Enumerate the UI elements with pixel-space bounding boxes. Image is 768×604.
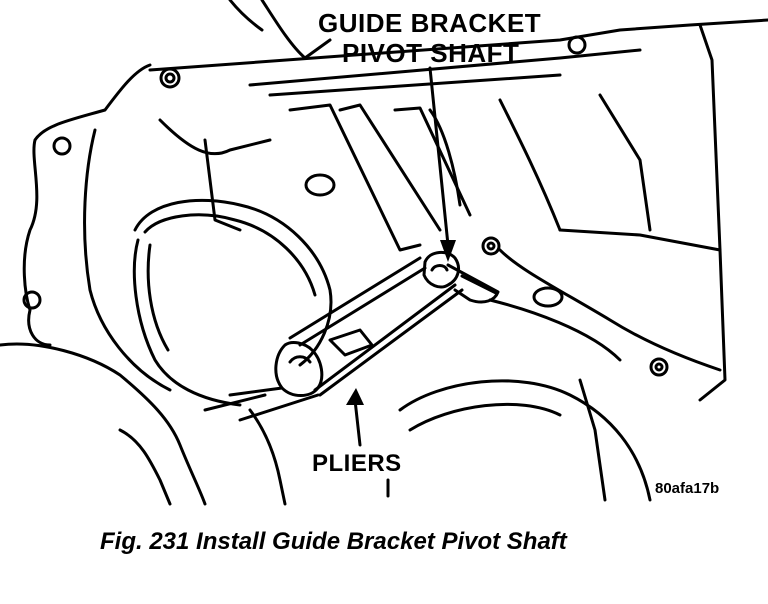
pliers-leader: [353, 398, 362, 447]
guide-bracket-leader: [428, 66, 450, 247]
guide-bracket-arrowhead: [440, 240, 456, 262]
glove-outline: [0, 342, 207, 506]
bolt-hole-lower-left: [22, 290, 42, 310]
bolt-hole-right-upper: [481, 236, 501, 256]
callout-pliers: PLIERS: [312, 450, 402, 477]
callout-guide-bracket-line2: PIVOT SHAFT: [342, 38, 520, 68]
figure-caption: Fig. 231 Install Guide Bracket Pivot Sha…: [100, 528, 567, 555]
bolt-hole-right-lower: [649, 357, 669, 377]
callout-guide-bracket-line1: GUIDE BRACKET: [318, 8, 542, 38]
bolt-hole-left: [52, 136, 72, 156]
figure-code: 80afa17b: [655, 480, 720, 497]
bell-housing-flange: [22, 63, 152, 347]
bolt-hole-upper-left: [159, 67, 181, 89]
lower-cover-bore: [398, 379, 652, 502]
pliers-arrowhead: [346, 388, 364, 405]
pliers: [228, 251, 464, 422]
guide-bracket-fork: [446, 263, 500, 304]
case-top-rail: [148, 18, 768, 72]
